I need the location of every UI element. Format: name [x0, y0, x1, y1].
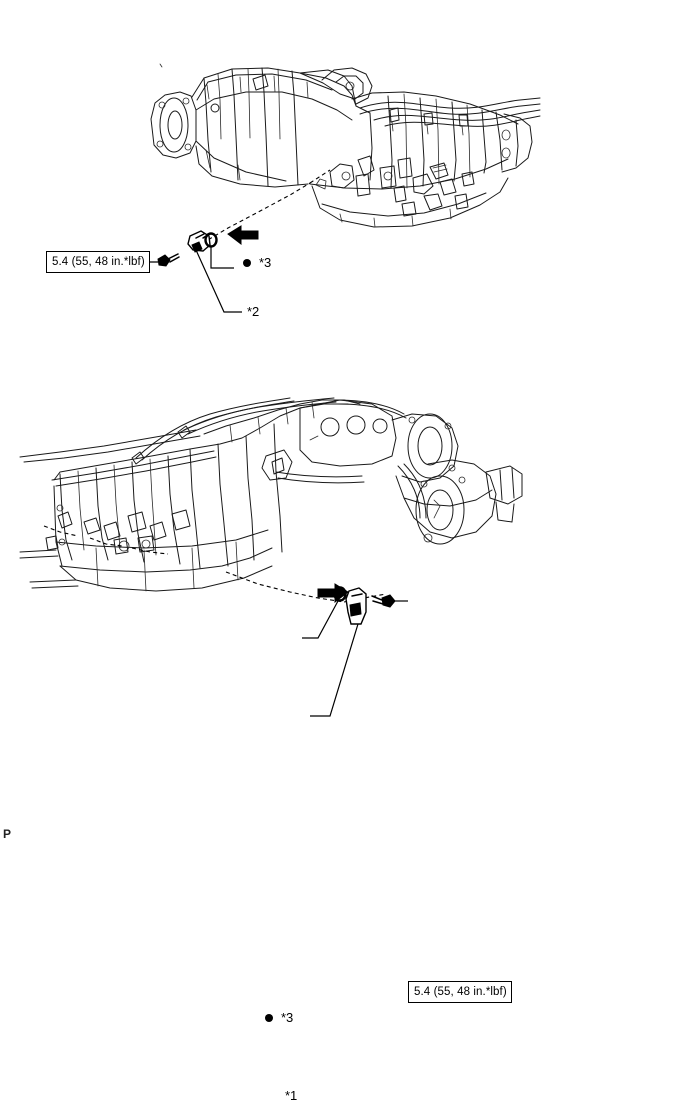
direction-arrow-lower: [317, 583, 349, 604]
o-ring-upper: [204, 232, 218, 248]
transmission-body-lower: [19, 397, 523, 592]
ref-bullet-3-upper: [243, 259, 251, 267]
ref3-leader-lower: [302, 600, 339, 639]
assembly-dash-line-lower: [225, 571, 345, 603]
assembly-dash-line-upper: [195, 182, 311, 248]
ref3-leader-upper: [210, 247, 234, 269]
ref-mark-3-lower: *3: [281, 1010, 294, 1025]
page-mark: P: [3, 827, 12, 841]
ref-bullet-3-lower: [265, 1014, 273, 1022]
speed-sensor-lower: [345, 587, 367, 625]
torque-spec-lower: 5.4 (55, 48 in.*lbf): [408, 981, 512, 1003]
ref-mark-1-lower: *1: [285, 1088, 298, 1103]
ref-mark-2-upper: *2: [247, 304, 260, 319]
bolt-upper: [157, 253, 180, 267]
direction-arrow-upper: [227, 225, 259, 246]
ref2-leader-upper: [195, 249, 242, 313]
ref1-leader-lower: [310, 623, 359, 717]
ref-mark-3-upper: *3: [259, 255, 272, 270]
bolt-lower: [371, 594, 396, 608]
figure-lower: 5.4 (55, 48 in.*lbf) *3 *1: [0, 380, 688, 1103]
figure-upper: 5.4 (55, 48 in.*lbf) *3 *2: [0, 0, 688, 360]
transmission-body-upper: [150, 63, 541, 228]
speed-sensor-upper: [187, 230, 211, 253]
torque-spec-upper: 5.4 (55, 48 in.*lbf): [46, 251, 150, 273]
